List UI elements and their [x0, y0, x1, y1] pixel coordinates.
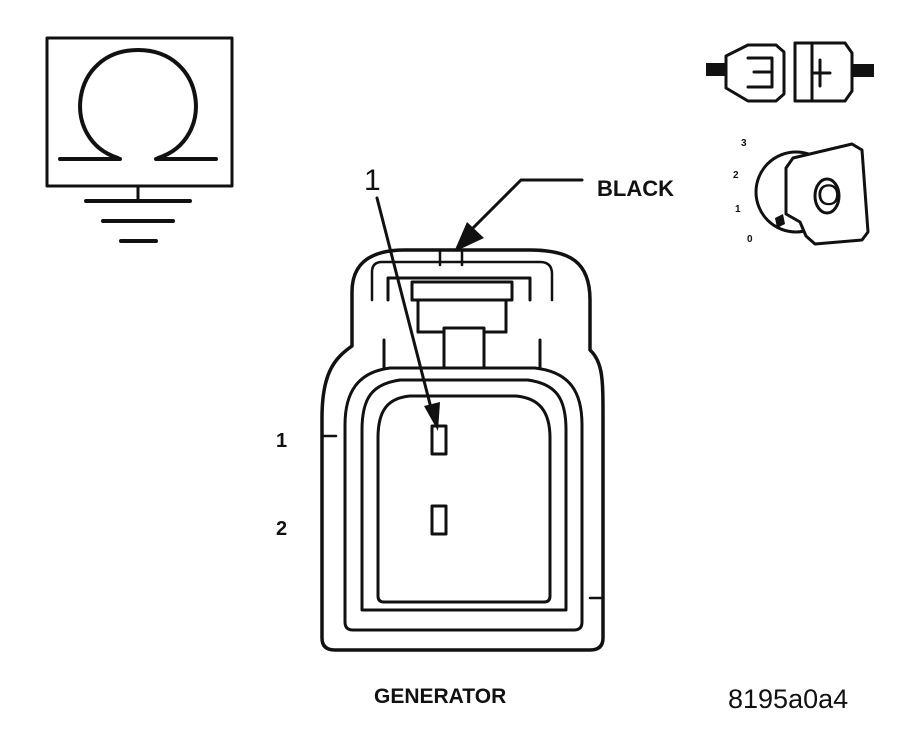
pin-1-terminal: [430, 424, 448, 456]
ignition-position-3: 3: [741, 138, 747, 149]
ignition-position-0: 0: [747, 234, 753, 245]
pin-callout-number: 1: [364, 164, 381, 197]
ohmmeter-icon: [45, 36, 234, 188]
pin-2-label: 2: [276, 518, 288, 540]
figure-id: 8195a0a4: [728, 684, 849, 714]
generator-connector: [320, 248, 605, 652]
ignition-position-1: 1: [735, 204, 741, 215]
ignition-key-glyph: O: [817, 179, 841, 212]
wire-color-label: BLACK: [597, 176, 674, 201]
disconnected-connector-icon: [706, 41, 874, 103]
ignition-key-icon: [754, 142, 870, 246]
ignition-position-2: 2: [733, 170, 739, 181]
wire-color-leader: [454, 178, 584, 252]
component-label: GENERATOR: [374, 685, 507, 708]
pin-1-label: 1: [276, 430, 288, 452]
pin-callout-leader: [375, 196, 440, 431]
ground-icon: [84, 184, 192, 243]
pin-2-terminal: [430, 504, 448, 536]
